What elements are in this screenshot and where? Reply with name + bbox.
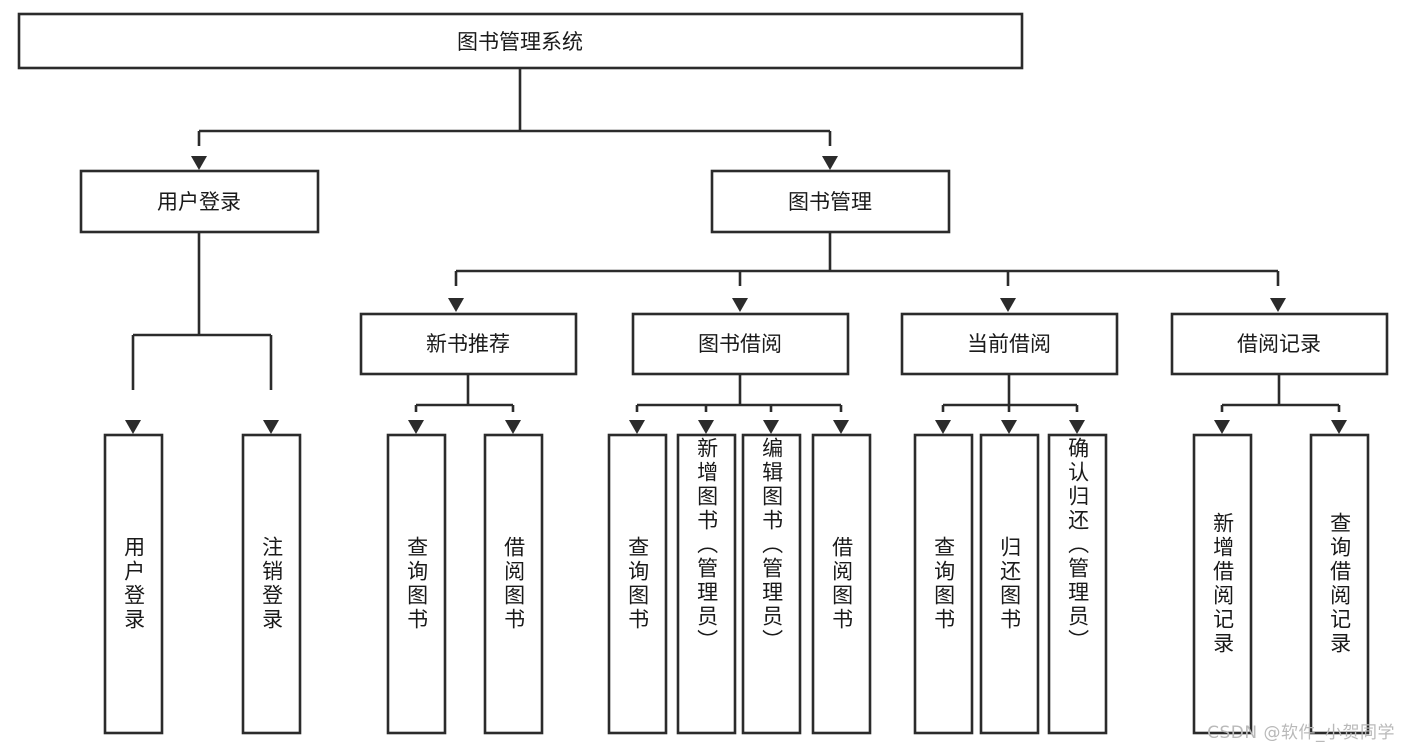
node-new-book-rec-label: 新书推荐 [426, 332, 510, 356]
arrow-to-leaf-query-record [1331, 420, 1347, 434]
node-root-box[interactable] [17, 12, 1024, 70]
node-leaf-return-book-box[interactable] [979, 433, 1040, 735]
arrow-to-leaf-query-book-1 [408, 420, 424, 434]
node-root-label: 图书管理系统 [457, 30, 583, 54]
arrow-to-leaf-user-login [125, 420, 141, 434]
node-leaf-add-book-box[interactable] [676, 433, 737, 735]
arrow-to-leaf-borrow-book-2 [833, 420, 849, 434]
arrow-to-new-book-rec [448, 298, 464, 312]
node-book-borrow-label: 图书借阅 [698, 332, 782, 356]
csdn-watermark: CSDN @软件_小贺同学 [1207, 723, 1395, 743]
node-leaf-logout-box[interactable] [241, 433, 302, 735]
node-leaf-edit-book-box[interactable] [741, 433, 802, 735]
node-current-borrow-box[interactable] [900, 312, 1119, 376]
arrow-to-leaf-query-book-2 [629, 420, 645, 434]
arrow-to-leaf-return-book [1001, 420, 1017, 434]
arrow-to-book-manage [822, 156, 838, 170]
arrow-to-leaf-logout [263, 420, 279, 434]
node-leaf-borrow-book-1-box[interactable] [483, 433, 544, 735]
arrow-to-leaf-confirm-return [1069, 420, 1085, 434]
node-leaf-borrow-book-2-box[interactable] [811, 433, 872, 735]
node-leaf-query-book-2-box[interactable] [607, 433, 668, 735]
arrow-to-leaf-add-book [698, 420, 714, 434]
arrow-to-book-borrow [732, 298, 748, 312]
node-leaf-query-record-box[interactable] [1309, 433, 1370, 735]
node-book-borrow-box[interactable] [631, 312, 850, 376]
node-borrow-record-box[interactable] [1170, 312, 1389, 376]
node-borrow-record-label: 借阅记录 [1237, 332, 1321, 356]
arrow-to-leaf-query-book-3 [935, 420, 951, 434]
arrow-to-current-borrow [1000, 298, 1016, 312]
arrow-to-leaf-add-record [1214, 420, 1230, 434]
node-book-manage-box[interactable] [710, 169, 951, 234]
arrow-to-leaf-borrow-book-1 [505, 420, 521, 434]
node-leaf-user-login-box[interactable] [103, 433, 164, 735]
arrow-to-user-login [191, 156, 207, 170]
node-user-login-label: 用户登录 [157, 190, 241, 214]
node-current-borrow-label: 当前借阅 [967, 332, 1051, 356]
node-book-manage-label: 图书管理 [788, 190, 872, 214]
node-leaf-query-book-3-box[interactable] [913, 433, 974, 735]
arrow-to-leaf-edit-book [763, 420, 779, 434]
node-leaf-confirm-return-box[interactable] [1047, 433, 1108, 735]
node-new-book-rec-box[interactable] [359, 312, 578, 376]
node-leaf-query-book-1-box[interactable] [386, 433, 447, 735]
arrow-to-borrow-record [1270, 298, 1286, 312]
node-leaf-add-record-box[interactable] [1192, 433, 1253, 735]
